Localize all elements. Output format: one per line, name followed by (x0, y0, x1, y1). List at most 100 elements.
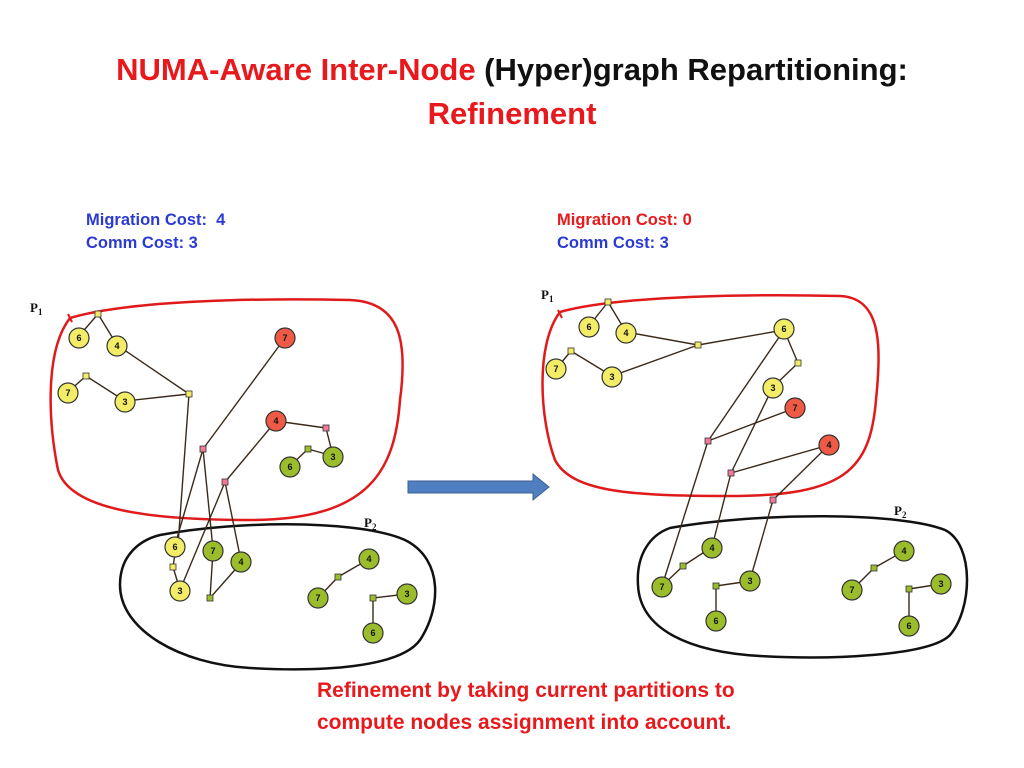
hyperedge-square (304, 445, 312, 453)
graph-node: 6 (705, 610, 727, 632)
svg-text:7: 7 (849, 585, 854, 595)
left-hyperedges (82, 310, 377, 602)
caption-line-2: compute nodes assignment into account. (317, 711, 732, 734)
hyperedge-square (82, 372, 90, 380)
svg-text:4: 4 (114, 341, 119, 351)
hyperedge-square (679, 562, 687, 570)
svg-text:6: 6 (906, 621, 911, 631)
hyperedge-square (870, 564, 878, 572)
hyperedge-square (169, 563, 177, 571)
refinement-caption: Refinement by taking current partitions … (317, 675, 735, 739)
svg-text:4: 4 (709, 543, 714, 553)
right-migration-label: Migration Cost: (557, 211, 683, 229)
svg-text:3: 3 (609, 372, 614, 382)
right-p2-label: P2 (894, 503, 907, 520)
right-diagram: P1 P2 (541, 287, 969, 659)
left-migration-value: 4 (216, 211, 226, 229)
left-costs: Migration Cost: 4 Comm Cost: 3 (86, 209, 225, 255)
svg-text:7: 7 (282, 333, 287, 343)
right-migration-value: 0 (682, 211, 692, 229)
svg-text:4: 4 (901, 546, 906, 556)
svg-text:6: 6 (586, 322, 591, 332)
left-migration-label: Migration Cost: (86, 211, 217, 229)
svg-text:7: 7 (210, 546, 215, 556)
left-partition-p1-outline (49, 298, 404, 522)
hyperedge-square (322, 424, 330, 432)
svg-text:3: 3 (938, 579, 943, 589)
svg-text:3: 3 (770, 383, 775, 393)
right-nodes: 6 4 7 3 6 3 7 4 4 7 3 6 4 7 3 6 (545, 316, 952, 637)
svg-text:4: 4 (273, 416, 278, 426)
left-nodes: 6 4 7 3 7 4 6 3 6 3 7 4 4 7 3 6 (57, 327, 418, 644)
svg-text:3: 3 (177, 586, 182, 596)
left-comm-cost: Comm Cost: 3 (86, 232, 225, 255)
svg-text:4: 4 (238, 557, 243, 567)
left-comm-value: 3 (188, 234, 198, 252)
graph-node: 6 (68, 327, 90, 349)
svg-text:6: 6 (287, 462, 292, 472)
transition-arrow (407, 472, 550, 502)
graph-node: 6 (898, 615, 920, 637)
right-p1-label: P1 (541, 287, 554, 304)
svg-text:7: 7 (792, 403, 797, 413)
svg-text:7: 7 (315, 593, 320, 603)
graph-node: 3 (322, 446, 344, 468)
svg-text:6: 6 (713, 616, 718, 626)
hyperedge-square (712, 582, 720, 590)
graph-node: 3 (739, 570, 761, 592)
svg-text:6: 6 (76, 333, 81, 343)
hyperedge-square (567, 347, 575, 355)
graph-node: 4 (230, 551, 252, 573)
hyperedge-square (221, 478, 229, 486)
right-partition-p2-outline (636, 514, 969, 659)
graph-node: 6 (279, 456, 301, 478)
svg-text:6: 6 (370, 628, 375, 638)
hyperedge-square (794, 359, 802, 367)
left-partition-p2-outline (118, 523, 437, 671)
hyperedge-square (206, 594, 214, 602)
graph-node: 7 (651, 576, 673, 598)
hyperedge-square (694, 341, 702, 349)
hyperedge-square (905, 585, 913, 593)
svg-text:3: 3 (747, 576, 752, 586)
svg-text:7: 7 (553, 364, 558, 374)
graph-node: 6 (578, 316, 600, 338)
svg-text:7: 7 (65, 388, 70, 398)
graph-node: 7 (274, 327, 296, 349)
graph-node: 3 (762, 377, 784, 399)
svg-text:4: 4 (366, 554, 371, 564)
hyperedge-square (727, 469, 735, 477)
graph-node: 7 (545, 358, 567, 380)
svg-text:6: 6 (781, 324, 786, 334)
graph-node: 4 (893, 540, 915, 562)
page-title: NUMA-Aware Inter-Node (Hyper)graph Repar… (0, 48, 1024, 136)
graph-node: 3 (169, 580, 191, 602)
svg-text:4: 4 (623, 328, 628, 338)
hyperedge-square (94, 310, 102, 318)
graph-node: 7 (307, 587, 329, 609)
graph-node: 4 (106, 335, 128, 357)
graph-node: 4 (701, 537, 723, 559)
graph-node: 4 (615, 322, 637, 344)
title-part-numa: NUMA-Aware Inter-Node (116, 52, 476, 87)
svg-text:3: 3 (122, 397, 127, 407)
graph-node: 3 (396, 583, 418, 605)
svg-text:4: 4 (826, 440, 831, 450)
graph-node: 3 (114, 391, 136, 413)
graph-node: 7 (202, 540, 224, 562)
graph-node: 6 (164, 536, 186, 558)
left-comm-label: Comm Cost: (86, 234, 189, 252)
left-p2-label: P2 (364, 515, 377, 532)
svg-text:7: 7 (659, 582, 664, 592)
graph-node: 6 (362, 622, 384, 644)
right-comm-label: Comm Cost: (557, 234, 660, 252)
svg-text:3: 3 (330, 452, 335, 462)
left-migration-cost: Migration Cost: 4 (86, 209, 225, 232)
graph-node: 4 (265, 410, 287, 432)
svg-text:6: 6 (172, 542, 177, 552)
right-costs: Migration Cost: 0 Comm Cost: 3 (557, 209, 692, 255)
hyperedge-square (185, 390, 193, 398)
caption-line-1: Refinement by taking current partitions … (317, 679, 735, 702)
right-migration-cost: Migration Cost: 0 (557, 209, 692, 232)
